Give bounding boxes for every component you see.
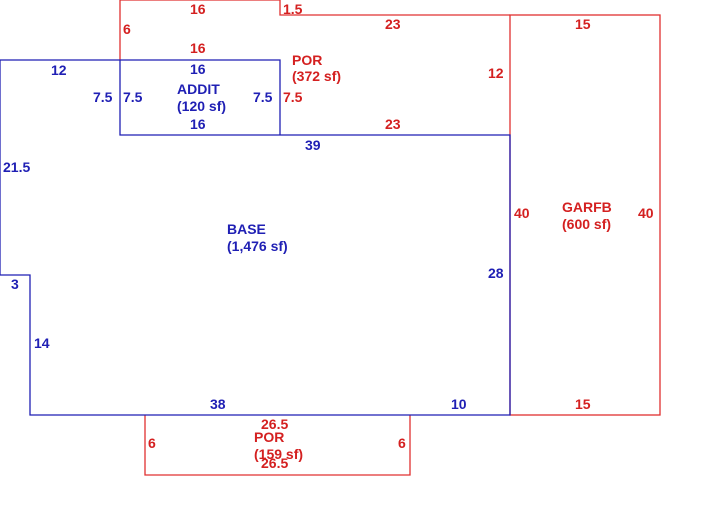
- dim-base-right: 28: [488, 265, 504, 281]
- dim-por-top-step: 1.5: [283, 1, 303, 17]
- dim-garfb-top: 15: [575, 16, 591, 32]
- por-top-area: (372 sf): [292, 68, 341, 84]
- garfb-label: GARFB: [562, 199, 612, 215]
- dim-base-top-right: 39: [305, 137, 321, 153]
- addit-label: ADDIT: [177, 81, 220, 97]
- dim-garfb-bottom: 15: [575, 396, 591, 412]
- dim-por-top-right-addit: 7.5: [283, 89, 303, 105]
- dim-por-top-bottom: 23: [385, 116, 401, 132]
- dim-por-top-top: 16: [190, 1, 206, 17]
- dim-por-bottom-bottom: 26.5: [261, 455, 288, 471]
- por-bottom-area: (159 sf): [254, 446, 303, 462]
- dim-addit-left-in: 7.5: [123, 89, 143, 105]
- por-top-label: POR: [292, 52, 322, 68]
- dim-base-bottom-left: 38: [210, 396, 226, 412]
- garfb-area: (600 sf): [562, 216, 611, 232]
- dim-addit-right-in: 7.5: [253, 89, 273, 105]
- dim-base-notch: 3: [11, 276, 19, 292]
- dim-base-left-top: 12: [51, 62, 67, 78]
- dim-por-bottom-top: 26.5: [261, 416, 288, 432]
- dim-por-top-left: 6: [123, 21, 131, 37]
- por-bottom-outline: [144, 415, 411, 476]
- dim-garfb-right: 40: [638, 205, 654, 221]
- base-outline: [0, 59, 511, 416]
- base-label: BASE: [227, 221, 266, 237]
- dim-garfb-left: 40: [514, 205, 530, 221]
- dim-addit-top: 16: [190, 61, 206, 77]
- dim-por-bottom-right: 6: [398, 435, 406, 451]
- dim-base-left: 21.5: [3, 159, 30, 175]
- por-bottom-label: POR: [254, 429, 284, 445]
- dim-por-top-inner: 16: [190, 40, 206, 56]
- por-top-outline: [119, 0, 510, 60]
- dim-addit-bottom: 16: [190, 116, 206, 132]
- addit-area: (120 sf): [177, 98, 226, 114]
- dim-por-bottom-left: 6: [148, 435, 156, 451]
- dim-base-bottom-right: 10: [451, 396, 467, 412]
- dim-por-top-long-top: 23: [385, 16, 401, 32]
- dim-por-top-right: 12: [488, 65, 504, 81]
- dim-addit-left-out: 7.5: [93, 89, 113, 105]
- dim-base-left-lower: 14: [34, 335, 50, 351]
- base-area: (1,476 sf): [227, 238, 288, 254]
